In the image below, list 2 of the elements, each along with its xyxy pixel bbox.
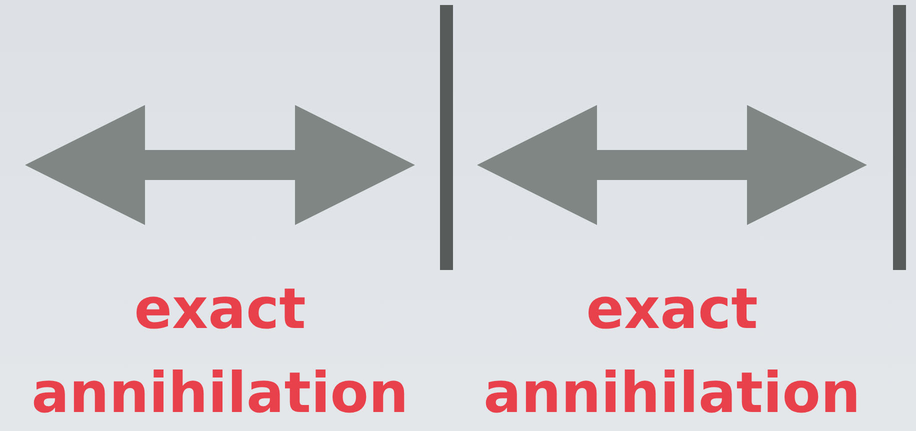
caption-text: exact annihilation [482, 276, 862, 428]
caption-text: exact annihilation [30, 276, 410, 428]
